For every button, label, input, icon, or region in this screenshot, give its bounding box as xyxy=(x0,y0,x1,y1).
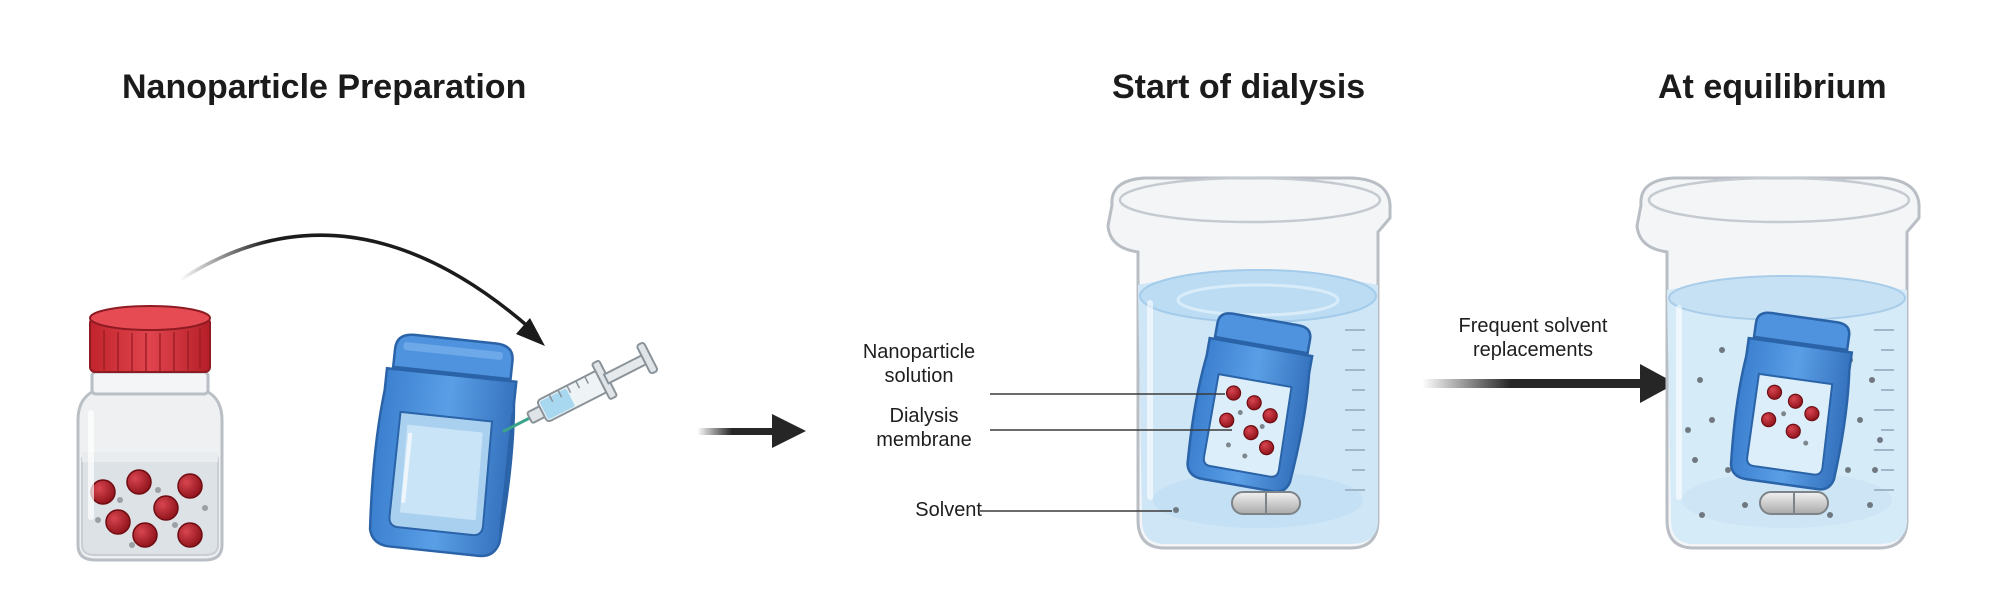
submerged-cassette-equilibrium-icon xyxy=(1729,311,1854,491)
label-replacement-line1: Frequent solvent xyxy=(1458,315,1608,337)
replacement-arrow-icon xyxy=(1422,364,1676,403)
submerged-cassette-start-icon xyxy=(1186,312,1314,493)
label-solvent: Solvent xyxy=(915,499,982,521)
syringe-icon xyxy=(502,342,659,433)
process-arrow-icon xyxy=(697,414,806,448)
label-replacement-line2: replacements xyxy=(1472,339,1594,361)
dialysis-cassette-icon xyxy=(368,333,518,558)
transfer-curve-arrow-icon xyxy=(179,233,545,346)
reagent-bottle-icon xyxy=(76,305,224,562)
stir-bar-equilibrium-icon xyxy=(1759,491,1829,515)
label-membrane-line2: membrane xyxy=(876,429,972,451)
label-nanoparticle-solution: Nanoparticle solution xyxy=(856,340,982,388)
stir-bar-start-icon xyxy=(1231,491,1301,515)
label-frequent-solvent-replacements: Frequent solvent replacements xyxy=(1438,314,1628,362)
label-np-line1: Nanoparticle xyxy=(862,341,976,363)
label-np-line2: solution xyxy=(884,365,954,387)
label-dialysis-membrane: Dialysis membrane xyxy=(866,404,982,452)
title-nanoparticle-preparation: Nanoparticle Preparation xyxy=(122,68,527,106)
label-leader-lines xyxy=(980,393,1232,512)
solvent-dot xyxy=(1173,507,1179,513)
title-at-equilibrium: At equilibrium xyxy=(1658,68,1887,106)
label-membrane-line1: Dialysis xyxy=(889,405,959,427)
title-start-of-dialysis: Start of dialysis xyxy=(1112,68,1366,106)
